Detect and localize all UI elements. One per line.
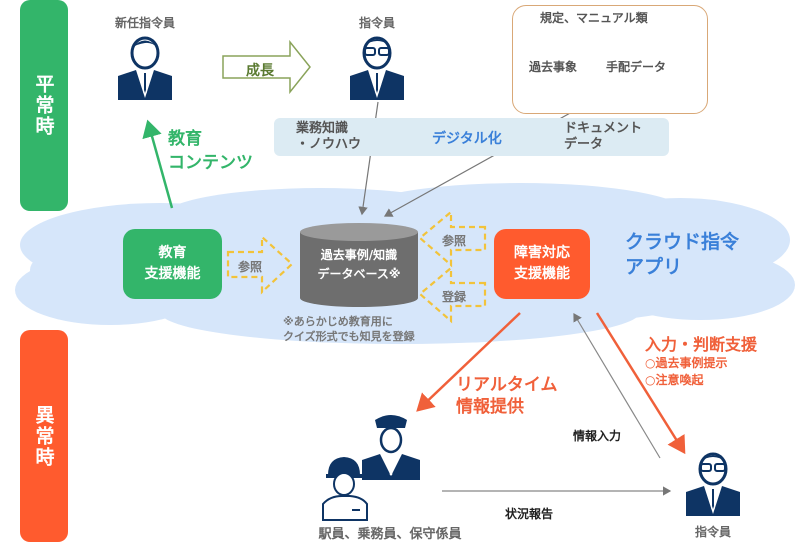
status-report-label: 状況報告 <box>505 507 554 521</box>
conductor-icon <box>362 415 420 480</box>
phase-abnormal-bar: 異常時 <box>20 330 68 542</box>
info-input-label: 情報入力 <box>573 429 622 443</box>
growth-label: 成長 <box>246 63 274 79</box>
document-data-line-1: ドキュメント <box>564 121 643 136</box>
education-support-line-2: 支援機能 <box>144 266 201 282</box>
input-support-arrow <box>595 312 686 455</box>
database-note: ※あらかじめ教育用に クイズ形式でも知見を登録 <box>283 315 415 345</box>
dispatcher-bottom-label: 指令員 <box>694 525 731 539</box>
ref-arrow-left <box>226 234 294 295</box>
education-support-function: 教育 支援機能 <box>123 229 222 299</box>
education-support-line-1: 教育 <box>158 245 187 261</box>
realtime-info-line-1: リアルタイム <box>456 375 558 395</box>
education-content-line-2: コンテンツ <box>168 152 253 173</box>
business-knowledge-label: 業務知識 ・ノウハウ <box>296 121 361 154</box>
fault-response-line-1: 障害対応 <box>514 245 570 261</box>
documents-box <box>512 5 708 114</box>
cloud-app-title-line-2: アプリ <box>625 255 683 278</box>
support-item-caution: ○注意喚起 <box>645 373 704 388</box>
education-content-line-1: 教育 <box>168 129 202 149</box>
phase-abnormal-label: 異常時 <box>32 404 55 468</box>
database-label-line-2: データベース※ <box>317 267 401 282</box>
realtime-info-arrow <box>416 312 521 412</box>
business-knowledge-line-1: 業務知識 <box>296 121 349 136</box>
realtime-info-label: リアルタイム 情報提供 <box>456 374 558 418</box>
document-data-label: ドキュメント データ <box>564 121 642 154</box>
phase-normal-bar: 平常時 <box>20 0 68 211</box>
dispatcher-top-label: 指令員 <box>358 16 395 30</box>
support-item-past-cases: ○過去事例提示 <box>645 356 728 370</box>
ref-arrow-right <box>418 209 487 268</box>
register-arrow <box>418 265 487 324</box>
new-dispatcher-label: 新任指令員 <box>114 16 175 30</box>
realtime-info-line-2: 情報提供 <box>456 397 524 418</box>
database-note-line-2: クイズ形式でも知見を登録 <box>283 329 415 343</box>
database-label-line-1: 過去事例/知識 <box>320 248 398 262</box>
new-dispatcher-icon <box>118 36 172 100</box>
ref-left-label: 参照 <box>238 260 263 274</box>
database-note-line-1: ※あらかじめ教育用に <box>283 315 393 328</box>
database-icon <box>300 223 418 307</box>
field-staff-label: 駅員、乗務員、保守係員 <box>318 527 462 542</box>
cloud-app-title: クラウド指令 アプリ <box>625 230 739 279</box>
digitalization-label: デジタル化 <box>432 131 502 147</box>
growth-arrow <box>222 39 311 95</box>
fault-response-line-2: 支援機能 <box>514 266 570 282</box>
dispatcher-bottom-icon <box>686 452 740 516</box>
fault-response-support-function: 障害対応 支援機能 <box>494 229 590 299</box>
education-content-label: 教育 コンテンツ <box>168 128 253 176</box>
past-events-label: 過去事象 <box>529 60 578 74</box>
input-support-label: 入力・判断支援 <box>645 335 758 354</box>
education-content-arrow <box>142 119 174 209</box>
support-items-list: ○過去事例提示 ○注意喚起 <box>645 355 727 390</box>
digitalization-band <box>274 118 669 156</box>
dispatcher-top-icon <box>350 36 404 100</box>
register-label: 登録 <box>442 290 467 304</box>
ref-right-label: 参照 <box>442 234 467 248</box>
arrangement-data-label: 手配データ <box>606 60 667 74</box>
business-knowledge-line-2: ・ノウハウ <box>296 137 362 153</box>
info-input-arrow <box>573 312 661 459</box>
document-data-line-2: データ <box>564 137 604 153</box>
maintenance-worker-icon <box>322 457 368 521</box>
cloud-app-title-line-1: クラウド指令 <box>625 231 740 253</box>
rules-manuals-label: 規定、マニュアル類 <box>540 11 648 25</box>
phase-normal-label: 平常時 <box>32 74 55 137</box>
database-label: 過去事例/知識 データベース※ <box>300 246 418 284</box>
